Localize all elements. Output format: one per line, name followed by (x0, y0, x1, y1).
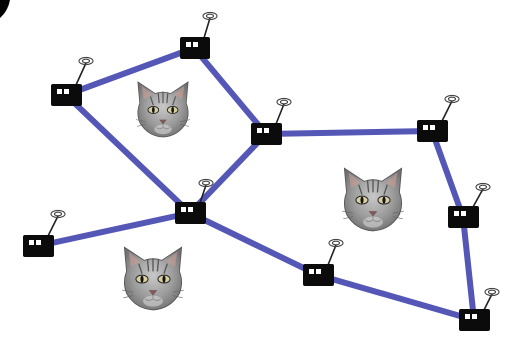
link-n5-n7 (187, 210, 321, 278)
cat-1 (135, 81, 191, 138)
link-n7-n9 (315, 272, 477, 323)
wireless-node-icon (175, 178, 214, 224)
node-n5 (175, 178, 214, 224)
cat-2 (341, 167, 405, 232)
wireless-node-icon (303, 238, 344, 286)
link-n3-n5 (187, 131, 269, 216)
link-n3-n4 (263, 128, 435, 137)
wireless-node-icon (251, 97, 292, 145)
node-n8 (448, 182, 491, 228)
cat-face-icon (135, 81, 191, 138)
wireless-node-icon (417, 94, 460, 142)
wireless-node-icon (23, 209, 66, 257)
link-n4-n8 (429, 128, 466, 220)
wireless-node-icon (180, 11, 218, 59)
node-n6 (23, 209, 66, 257)
link-n1-n2 (63, 45, 197, 98)
node-n1 (51, 56, 94, 106)
corner-mark (0, 0, 10, 18)
node-n2 (180, 11, 218, 59)
node-n4 (417, 94, 460, 142)
link-n8-n9 (460, 214, 477, 323)
wireless-node-icon (459, 287, 500, 331)
network-links (35, 45, 477, 323)
link-n2-n3 (191, 45, 269, 137)
node-n7 (303, 238, 344, 286)
node-n3 (251, 97, 292, 145)
wireless-node-icon (448, 182, 491, 228)
cat-3 (121, 246, 185, 311)
cat-face-icon (121, 246, 185, 311)
node-n9 (459, 287, 500, 331)
link-n5-n6 (35, 210, 193, 249)
link-n1-n5 (63, 92, 193, 216)
wireless-node-icon (51, 56, 94, 106)
cat-face-icon (341, 167, 405, 232)
